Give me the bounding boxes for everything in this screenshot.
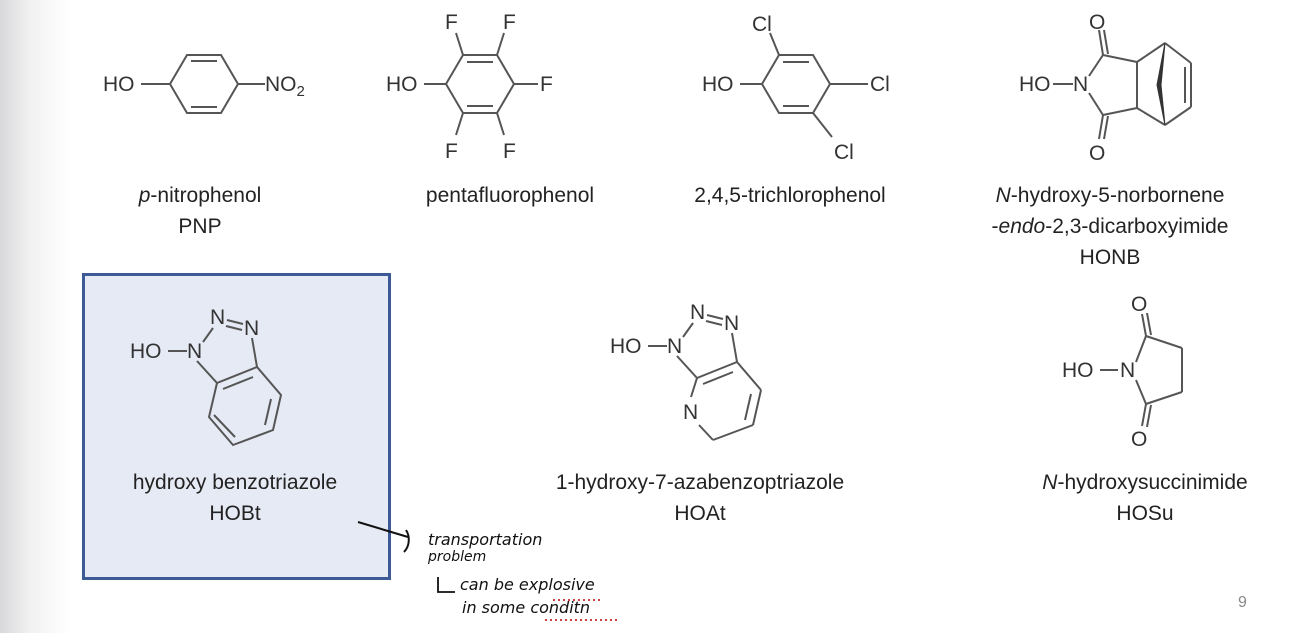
annotation-bracket bbox=[403, 529, 410, 553]
hoat-n3-atom: N bbox=[724, 312, 739, 335]
annotation-arrow bbox=[357, 521, 409, 538]
hobt-structure: HO N N N bbox=[130, 306, 283, 447]
page-number: 9 bbox=[1238, 594, 1247, 611]
pnp-no2-atom: NO2 bbox=[265, 73, 305, 100]
highlight-box-hobt bbox=[82, 273, 391, 580]
tcp-ho-atom: HO bbox=[702, 73, 734, 96]
annotation-line2: problem bbox=[428, 549, 487, 565]
pfp-label: pentafluorophenol bbox=[425, 184, 595, 207]
annotation-line1: transportation bbox=[428, 530, 543, 549]
tcp-cl-atom: Cl bbox=[752, 13, 772, 36]
annotation-line3: can be explosive bbox=[460, 575, 595, 594]
honb-o-atom: O bbox=[1089, 11, 1105, 34]
hosu-o-atom: O bbox=[1131, 293, 1147, 316]
tcp-structure: HO Cl Cl Cl bbox=[702, 13, 890, 164]
hosu-structure: HO N O O bbox=[1062, 293, 1183, 451]
pnp-ho-atom: HO bbox=[103, 73, 135, 96]
honb-structure: HO N O O bbox=[1019, 11, 1192, 165]
hoat-n1-atom: N bbox=[667, 335, 682, 358]
hoat-n4-atom: N bbox=[683, 401, 698, 424]
hoat-structure: HO N N N N bbox=[610, 301, 762, 441]
pnp-label: p-nitrophenol PNP bbox=[138, 184, 262, 238]
hoat-ho-atom: HO bbox=[610, 335, 642, 358]
hobt-label: hydroxy benzotriazole HOBt bbox=[132, 471, 338, 525]
pfp-f-atom: F bbox=[503, 140, 516, 163]
honb-n-atom: N bbox=[1073, 73, 1088, 96]
pfp-f-atom: F bbox=[445, 11, 458, 34]
hobt-ho-atom: HO bbox=[130, 340, 162, 363]
hosu-n-atom: N bbox=[1120, 359, 1135, 382]
hoat-label: 1-hydroxy-7-azabenzoptriazole HOAt bbox=[555, 471, 845, 525]
pfp-ho-atom: HO bbox=[386, 73, 418, 96]
hoat-n2-atom: N bbox=[690, 301, 705, 324]
tcp-label: 2,4,5-trichlorophenol bbox=[694, 184, 886, 207]
annotation-line4: in some conditn bbox=[462, 598, 591, 617]
hosu-label: N-hydroxysuccinimide HOSu bbox=[1042, 471, 1248, 525]
honb-label: N-hydroxy-5-norbornene -endo-2,3-dicarbo… bbox=[991, 184, 1229, 269]
hobt-n3-atom: N bbox=[244, 317, 259, 340]
honb-o-atom: O bbox=[1089, 142, 1105, 165]
pfp-structure: HO F F F F F bbox=[386, 11, 553, 163]
pfp-f-atom: F bbox=[445, 140, 458, 163]
tcp-cl-atom: Cl bbox=[870, 73, 890, 96]
honb-ho-atom: HO bbox=[1019, 73, 1051, 96]
pfp-f-atom: F bbox=[503, 11, 516, 34]
tcp-cl-atom: Cl bbox=[834, 141, 854, 164]
hobt-n2-atom: N bbox=[210, 306, 225, 329]
pnp-structure: HO NO2 bbox=[103, 54, 305, 114]
hosu-ho-atom: HO bbox=[1062, 359, 1094, 382]
hosu-o-atom: O bbox=[1131, 428, 1147, 451]
hobt-n1-atom: N bbox=[187, 340, 202, 363]
pfp-f-atom: F bbox=[540, 73, 553, 96]
annotation-arrow-hook bbox=[437, 577, 455, 593]
